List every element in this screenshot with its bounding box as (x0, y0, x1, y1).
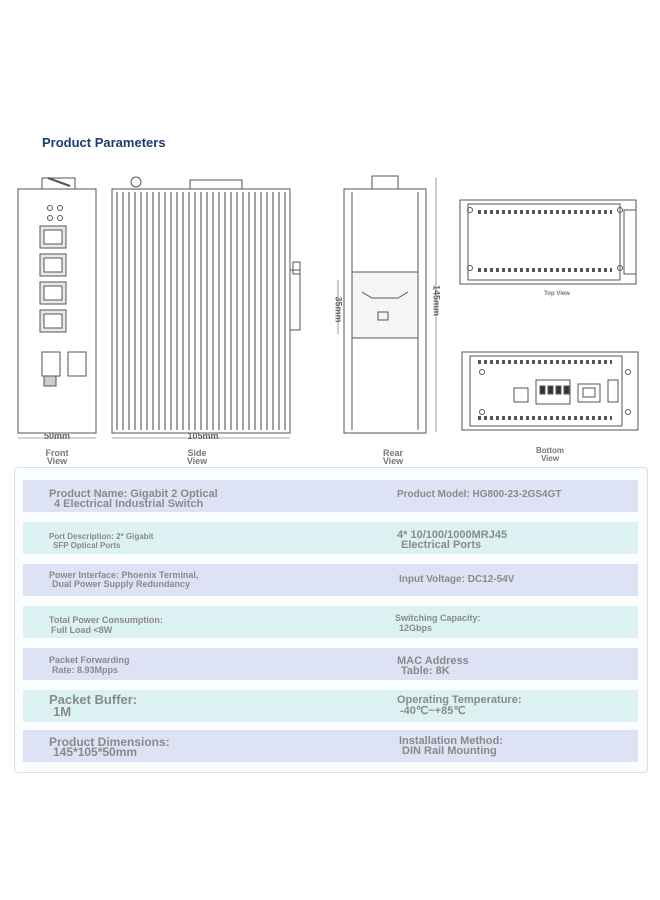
param-right: Input Voltage: DC12-54V (399, 574, 515, 585)
param-right: Product Model: HG800-23-2GS4GT (397, 489, 562, 500)
param-row-6: Packet Buffer: 1M Operating Temperature:… (23, 690, 638, 722)
param-right: MAC Address Table: 8K (397, 655, 469, 677)
product-drawings (17, 175, 639, 439)
dim-depth: 105mm (187, 431, 219, 441)
param-right: Installation Method: DIN Rail Mounting (399, 735, 503, 757)
param-right: Switching Capacity: 12Gbps (395, 613, 481, 633)
dim-width: 50mm (43, 431, 70, 441)
dim-height: 145mm (431, 284, 442, 317)
param-right: Operating Temperature: -40℃~+85℃ (397, 694, 522, 717)
param-row-2: Port Description: 2* Gigabit SFP Optical… (23, 522, 638, 554)
bottom-view-label: Bottom View (536, 446, 564, 463)
front-view-drawing (17, 177, 97, 439)
param-row-7: Product Dimensions: 145*105*50mm Install… (23, 730, 638, 762)
bottom-view-drawing (461, 351, 639, 431)
param-left: Product Dimensions: 145*105*50mm (49, 735, 170, 759)
param-left: Packet Forwarding Rate: 8.93Mpps (49, 655, 130, 675)
param-left: Power Interface: Phoenix Terminal, Dual … (49, 570, 199, 589)
param-right: 4* 10/100/1000MRJ45 Electrical Ports (397, 529, 508, 551)
param-left: Packet Buffer: 1M (49, 692, 138, 719)
param-left: Port Description: 2* Gigabit SFP Optical… (49, 532, 154, 550)
rear-view-label: Rear View (382, 448, 404, 466)
param-row-3: Power Interface: Phoenix Terminal, Dual … (23, 564, 638, 596)
front-view-label: Front View (45, 448, 69, 466)
top-view-label: Top View (544, 291, 570, 297)
rj45-ports (39, 225, 67, 333)
param-row-1: Product Name: Gigabit 2 Optical 4 Electr… (23, 480, 638, 512)
top-view-drawing (459, 199, 637, 285)
param-row-5: Packet Forwarding Rate: 8.93Mpps MAC Add… (23, 648, 638, 680)
rear-view-drawing (337, 175, 437, 434)
param-row-4: Total Power Consumption: Full Load <8W S… (23, 606, 638, 638)
side-view-label: Side View (186, 448, 208, 466)
sfp-ports (41, 351, 87, 387)
param-left: Total Power Consumption: Full Load <8W (49, 615, 163, 635)
dim-rail: 35mm (333, 296, 344, 323)
side-view-drawing (111, 176, 301, 439)
param-left: Product Name: Gigabit 2 Optical 4 Electr… (49, 488, 218, 510)
page-title: Product Parameters (42, 135, 166, 150)
parameter-table: Product Name: Gigabit 2 Optical 4 Electr… (14, 467, 648, 773)
